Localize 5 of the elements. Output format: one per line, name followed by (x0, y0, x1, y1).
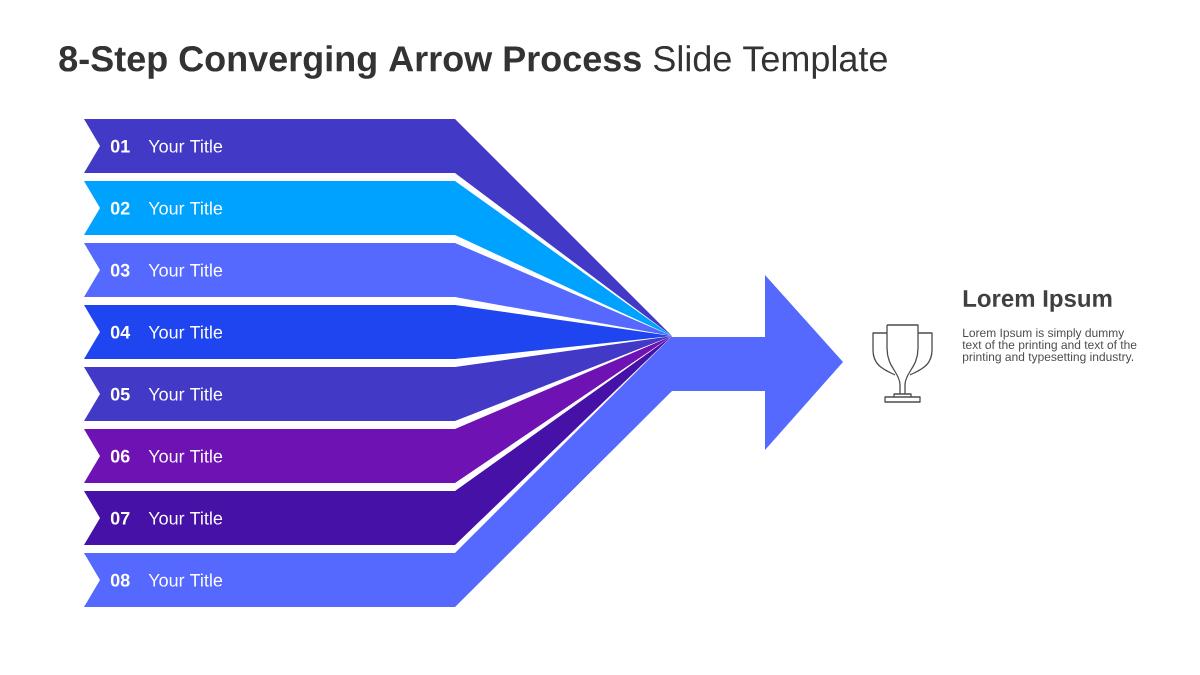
description: Lorem Ipsum is simply dummy text of the printing and text of the printing and typesetting industry. (962, 328, 1137, 364)
process-band: 04 Your Title (84, 305, 672, 359)
big-arrow (672, 275, 843, 450)
heading: Lorem Ipsum (963, 290, 1112, 312)
slide-title: 8-Step Converging Arrow Process Slide Template (59, 45, 887, 79)
